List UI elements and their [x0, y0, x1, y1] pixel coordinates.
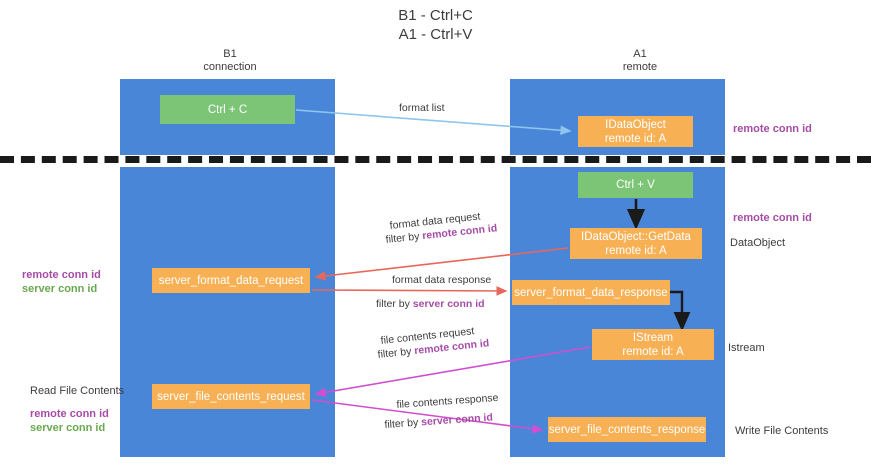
node-idataobject-getdata[interactable]: IDataObject::GetData remote id: A — [570, 228, 702, 259]
node-server-file-contents-response[interactable]: server_file_contents_response — [548, 417, 706, 442]
node-ctrl-c[interactable]: Ctrl + C — [160, 95, 295, 124]
node-server-file-contents-request[interactable]: server_file_contents_request — [152, 384, 310, 409]
node-server-format-data-response[interactable]: server_format_data_response — [512, 280, 670, 305]
page-title: B1 - Ctrl+C A1 - Ctrl+V — [398, 7, 473, 43]
server-conn-id-text: server conn id — [30, 422, 106, 434]
edge-label-file-contents-response-filter: filter by server conn id — [384, 410, 493, 432]
remote-conn-id-text: remote conn id — [733, 123, 812, 135]
dataobject-text: DataObject — [730, 237, 786, 249]
filter-by-text: filter by — [377, 345, 413, 361]
istream-text: Istream — [728, 342, 765, 354]
annotation-remote-conn-id-mid: remote conn id — [733, 211, 812, 225]
node-istream[interactable]: IStream remote id: A — [592, 329, 714, 360]
annotation-dataobject: DataObject — [730, 236, 785, 250]
edge-label-format-list: format list — [399, 102, 445, 114]
annotation-read-file-contents-group: Read File Contents remote conn id server… — [30, 384, 124, 435]
lane-a1-bottom — [510, 167, 725, 457]
filter-by-text: filter by — [385, 230, 421, 246]
annotation-conn-ids-mid: remote conn id server conn id — [22, 268, 101, 296]
column-header-b1: B1 connection — [203, 48, 257, 73]
filter-by-text: filter by — [376, 298, 410, 310]
remote-conn-id-text: remote conn id — [30, 408, 109, 420]
node-ctrl-v[interactable]: Ctrl + V — [578, 172, 693, 198]
filter-by-text: filter by — [384, 416, 419, 431]
server-conn-id-text: server conn id — [412, 298, 485, 310]
write-file-contents-text: Write File Contents — [735, 425, 829, 437]
edge-label-format-data-response-filter: filter by server conn id — [376, 297, 485, 311]
read-file-contents-text: Read File Contents — [30, 385, 125, 397]
section-divider — [0, 156, 871, 163]
node-idataobject[interactable]: IDataObject remote id: A — [578, 116, 693, 147]
node-server-format-data-request[interactable]: server_format_data_request — [152, 268, 310, 293]
annotation-istream: Istream — [728, 341, 765, 355]
edge-label-format-data-response: format data response — [392, 274, 492, 286]
annotation-write-file-contents: Write File Contents — [735, 424, 828, 438]
remote-conn-id-text: remote conn id — [22, 269, 101, 281]
lane-b1-bottom — [120, 167, 335, 457]
edge-label-file-contents-response: file contents response — [396, 391, 499, 411]
column-header-a1: A1 remote — [622, 48, 658, 73]
annotation-remote-conn-id-top: remote conn id — [733, 122, 812, 136]
remote-conn-id-text: remote conn id — [733, 212, 812, 224]
server-conn-id-text: server conn id — [22, 283, 98, 295]
server-conn-id-text: server conn id — [420, 411, 494, 429]
